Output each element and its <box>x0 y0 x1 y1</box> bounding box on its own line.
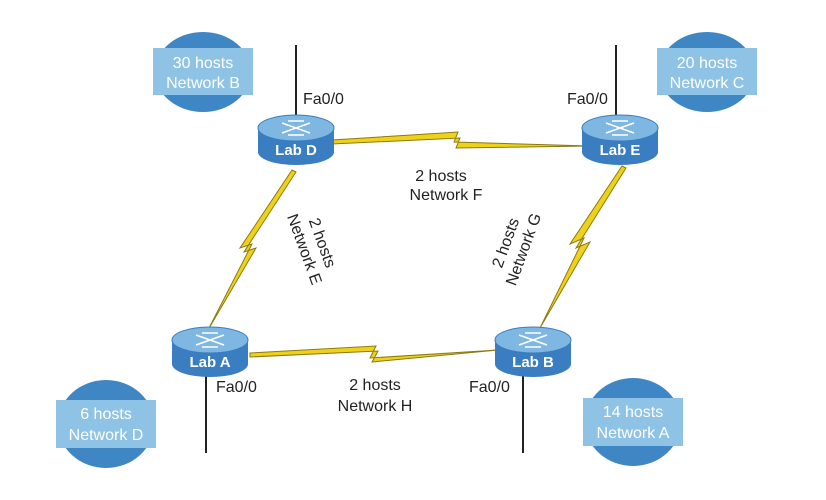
router-lab-e[interactable]: Lab E <box>581 114 659 165</box>
router-label: Lab A <box>189 354 230 371</box>
host-count: 30 hosts <box>173 55 233 72</box>
host-label-box <box>153 48 253 95</box>
serial-link-network-h <box>249 345 499 363</box>
lan-network-b: 30 hosts Network B <box>153 32 253 112</box>
network-name: Network C <box>670 75 745 92</box>
network-name: Network B <box>166 75 240 92</box>
interface-label-lab-a: Fa0/0 <box>216 379 257 396</box>
host-count: 6 hosts <box>80 406 132 423</box>
interface-label-lab-b: Fa0/0 <box>469 379 510 396</box>
host-count: 20 hosts <box>677 55 737 72</box>
wan-hosts-network-f: 2 hosts <box>415 168 467 185</box>
router-lab-b[interactable]: Lab B <box>494 326 572 377</box>
wan-name-network-h: Network H <box>338 398 413 415</box>
host-label-box <box>583 398 683 446</box>
serial-link-network-e <box>207 169 297 331</box>
interface-label-lab-e: Fa0/0 <box>567 91 608 108</box>
router-icon <box>171 326 249 377</box>
network-name: Network D <box>69 427 144 444</box>
serial-link-network-g <box>539 165 627 329</box>
router-label: Lab B <box>512 354 554 371</box>
router-lab-d[interactable]: Lab D <box>257 114 335 165</box>
host-label-box <box>56 400 156 448</box>
network-name: Network A <box>597 425 670 442</box>
wan-name-network-f: Network F <box>410 187 483 204</box>
router-icon <box>581 114 659 165</box>
router-label: Lab E <box>600 142 641 159</box>
host-label-box <box>657 48 757 95</box>
wan-hosts-network-h: 2 hosts <box>349 377 401 394</box>
router-lab-a[interactable]: Lab A <box>171 326 249 377</box>
host-count: 14 hosts <box>603 404 663 421</box>
router-icon <box>257 114 335 165</box>
lan-network-a: 14 hosts Network A <box>583 378 683 466</box>
router-label: Lab D <box>275 142 317 159</box>
serial-link-network-f <box>331 131 591 149</box>
lan-network-c: 20 hosts Network C <box>657 32 757 112</box>
router-icon <box>494 326 572 377</box>
lan-network-d: 6 hosts Network D <box>56 380 156 468</box>
interface-label-lab-d: Fa0/0 <box>303 91 344 108</box>
